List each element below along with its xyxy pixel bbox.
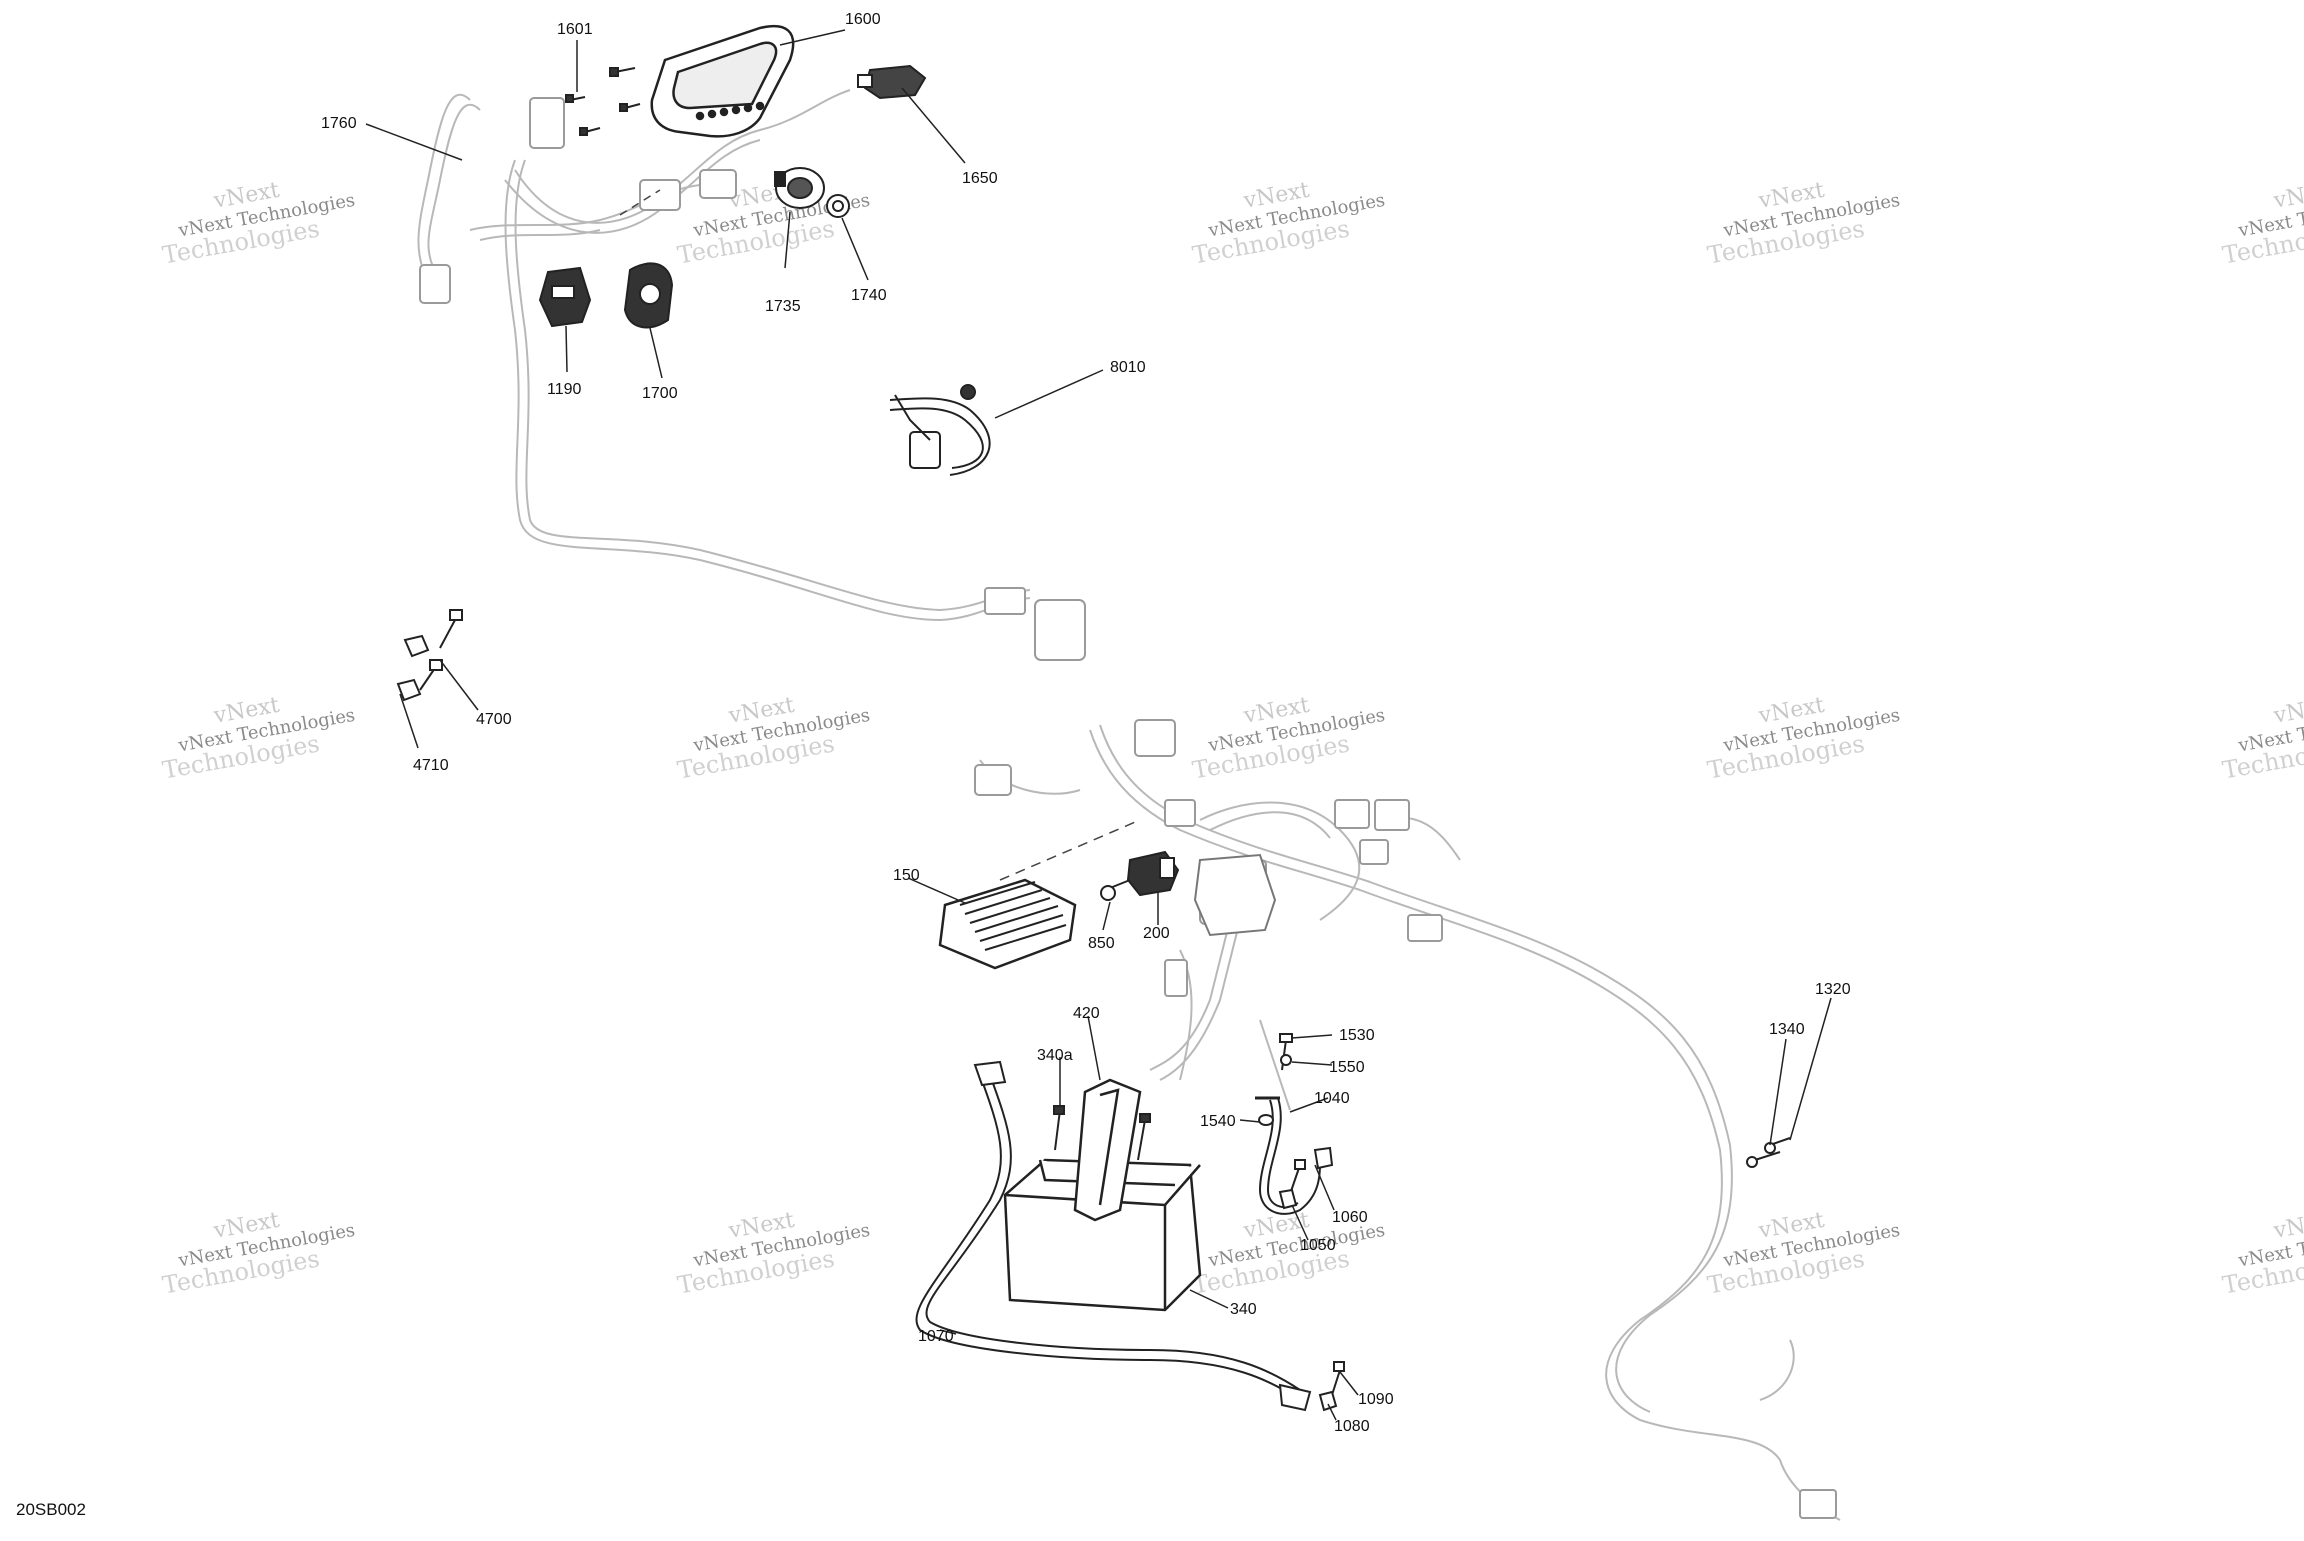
watermark-overlay: vNext <box>2271 1208 2304 1244</box>
label-1090: 1090 <box>1358 1391 1394 1408</box>
callout-labels: 1601 1600 1760 1650 1735 1740 1190 1700 … <box>321 11 1851 1435</box>
dashed-guide-150 <box>999 819 1141 881</box>
instrument-cluster <box>650 24 795 138</box>
label-1320: 1320 <box>1815 981 1851 998</box>
regulator-150 <box>938 878 1077 970</box>
label-1550: 1550 <box>1329 1059 1365 1076</box>
label-1600: 1600 <box>845 11 881 28</box>
label-4700: 4700 <box>476 711 512 728</box>
fuse-box <box>1193 853 1277 937</box>
switch-1700 <box>623 262 674 329</box>
switch-1190 <box>538 266 592 328</box>
label-1060: 1060 <box>1332 1209 1368 1226</box>
cable-1040 <box>1255 1096 1334 1215</box>
dashed-guide-1190 <box>619 189 661 216</box>
bolts-340a <box>1053 1105 1151 1161</box>
label-1700: 1700 <box>642 385 678 402</box>
strap-420 <box>1073 1078 1142 1222</box>
label-340a: 340a <box>1037 1047 1073 1064</box>
relay-200 <box>1109 850 1180 897</box>
label-1760: 1760 <box>321 115 357 132</box>
label-200: 200 <box>1143 925 1170 942</box>
label-1540: 1540 <box>1200 1113 1236 1130</box>
label-1740: 1740 <box>851 287 887 304</box>
nut-850 <box>1100 885 1116 901</box>
tether-8010 <box>889 384 991 476</box>
label-1070: 1070 <box>918 1328 954 1345</box>
label-1080: 1080 <box>1334 1418 1370 1435</box>
leader-lines <box>365 29 1832 1421</box>
label-4710: 4710 <box>413 757 449 774</box>
nut-1740 <box>826 194 850 218</box>
screws-1601 <box>565 67 641 136</box>
upper-harness-connectors <box>419 97 1086 661</box>
label-1040: 1040 <box>1314 1090 1350 1107</box>
label-1050: 1050 <box>1300 1237 1336 1254</box>
label-420: 420 <box>1073 1005 1100 1022</box>
label-1735: 1735 <box>765 298 801 315</box>
watermark-overlay: vNext <box>2271 693 2304 729</box>
label-850: 850 <box>1088 935 1115 952</box>
label-1530: 1530 <box>1339 1027 1375 1044</box>
cable-1070 <box>915 1060 1312 1412</box>
diagram-code: 20SB002 <box>16 1500 86 1519</box>
label-1340: 1340 <box>1769 1021 1805 1038</box>
label-150: 150 <box>893 867 920 884</box>
switch-1735 <box>774 167 825 209</box>
label-340: 340 <box>1230 1301 1257 1318</box>
fasteners-1320-1340 <box>1746 1137 1791 1168</box>
label-1650: 1650 <box>962 170 998 187</box>
label-1190: 1190 <box>547 381 582 398</box>
watermark-overlay: vNext <box>2271 178 2304 214</box>
connector-1650 <box>857 64 927 100</box>
label-1601: 1601 <box>557 21 593 38</box>
small-fasteners <box>1258 1033 1345 1412</box>
label-8010: 8010 <box>1110 359 1146 376</box>
fasteners-4700-4710 <box>396 609 463 702</box>
